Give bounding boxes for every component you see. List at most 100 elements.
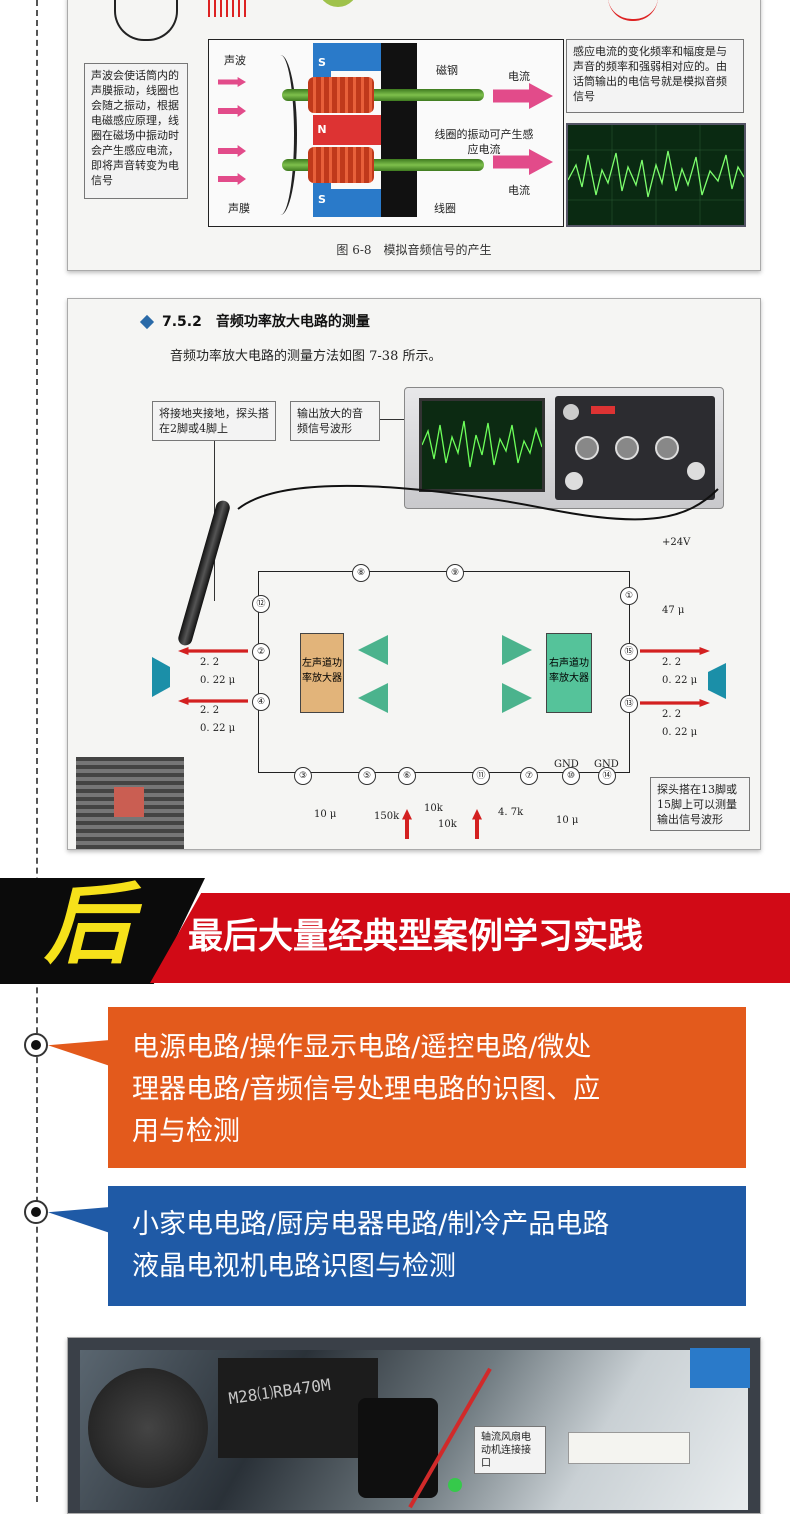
label-cap-47: 47 μ [662, 605, 685, 616]
label-right-c1: 0. 22 μ [662, 675, 698, 686]
magnet-pole-n: N [313, 115, 331, 145]
label-right-r2: 2. 2 [662, 709, 682, 720]
callout-left-explanation: 声波会使话筒内的声膜振动，线圈也会随之振动，根据电磁感应原理，线圈在磁场中振动时… [84, 63, 188, 199]
figure-circuit-board-photo: M28⑴RB470M 轴流风扇电动机连接接口 [67, 1337, 761, 1514]
wave-lines-icon [208, 0, 248, 17]
pin-4: ④ [252, 693, 270, 711]
pin-7: ⑦ [520, 767, 538, 785]
label-right-c2: 0. 22 μ [662, 727, 698, 738]
label-magnet-steel: 磁钢 [436, 64, 458, 77]
blue-line-2: 液晶电视机电路识图与检测 [132, 1251, 456, 1282]
coil-bottom [308, 147, 374, 183]
signal-arrow-icon [640, 647, 710, 655]
magnet-frame-red [331, 115, 381, 145]
banner-char: 后 [44, 873, 133, 976]
orange-line-2: 理器电路/音频信号处理电路的识图、应 [132, 1074, 601, 1105]
label-r150k: 150k [374, 811, 400, 822]
signal-arrow-icon [178, 647, 248, 655]
bullet-pointer [48, 1040, 110, 1066]
blue-connector [690, 1348, 750, 1388]
label-supply: +24V [662, 537, 691, 548]
qr-center-logo [114, 787, 144, 817]
left-speaker-icon [152, 657, 170, 697]
orange-line-1: 电源电路/操作显示电路/遥控电路/微处 [132, 1032, 592, 1063]
magnet-pole-s-top: S [313, 43, 331, 83]
knob [687, 462, 705, 480]
measure-arrow-icon [472, 809, 482, 839]
pin-6: ⑥ [398, 767, 416, 785]
callout-pointer-line [380, 419, 404, 420]
section-diamond-icon [139, 314, 155, 330]
section-intro: 音频功率放大电路的测量方法如图 7-38 所示。 [170, 349, 442, 364]
pin-3: ③ [294, 767, 312, 785]
label-r4-7k: 4. 7k [498, 807, 524, 818]
right-speaker-icon [708, 663, 726, 699]
sound-arrow-icon [218, 173, 246, 185]
red-button [591, 406, 615, 414]
label-gnd-1: GND [554, 759, 579, 770]
bullet-icon [24, 1033, 48, 1057]
probe-cable-svg [237, 484, 719, 521]
orange-category-box: 电源电路/操作显示电路/遥控电路/微处 理器电路/音频信号处理电路的识图、应 用… [108, 1007, 746, 1168]
pin-12: ⑫ [252, 595, 270, 613]
connector-block [568, 1432, 690, 1464]
sound-arrow-icon [218, 77, 246, 87]
qr-code-image [76, 757, 184, 849]
red-squiggle [608, 0, 658, 21]
capacitor-shape [88, 1368, 208, 1488]
label-left-r1: 2. 2 [200, 657, 220, 668]
figure-audio-signal: 声波 声膜 S N S 磁钢 线圈 线圈的振动可产生感应电流 电流 电流 声波会… [67, 0, 761, 271]
signal-arrow-icon [640, 699, 710, 707]
pin-14: ⑭ [598, 767, 616, 785]
magnet-steel-block [381, 43, 417, 217]
scope-waveform-image [566, 123, 746, 227]
label-current-top: 电流 [508, 70, 530, 83]
magnet-frame-blue [331, 43, 381, 71]
knob [575, 436, 599, 460]
pin-10: ⑩ [562, 767, 580, 785]
green-ball [318, 0, 358, 7]
label-left-c2: 0. 22 μ [200, 723, 236, 734]
figure-amp-measurement: 7.5.2 音频功率放大电路的测量 音频功率放大电路的测量方法如图 7-38 所… [67, 298, 761, 850]
label-diaphragm: 声膜 [228, 202, 250, 215]
label-r10k-a: 10k [424, 803, 443, 814]
oscilloscope-screen [419, 398, 545, 492]
callout-right-explanation: 感应电流的变化频率和幅度是与声音的频率和强弱相对应的。由话筒输出的电信号就是模拟… [566, 39, 744, 113]
relay-component: M28⑴RB470M [218, 1358, 378, 1458]
blue-category-box: 小家电电路/厨房电器电路/制冷产品电路 液晶电视机电路识图与检测 [108, 1186, 746, 1306]
left-amplifier-block: 左声道功率放大器 [300, 633, 344, 713]
figure-caption: 图 6-8 模拟音频信号的产生 [336, 243, 492, 257]
oscilloscope [404, 387, 724, 509]
green-led [448, 1478, 462, 1492]
oscilloscope-panel [555, 396, 715, 500]
pin-15: ⑮ [620, 643, 638, 661]
pin-2: ② [252, 643, 270, 661]
ic-block [258, 571, 630, 773]
banner-red [150, 893, 790, 983]
callout-probe: 将接地夹接地，探头搭在2脚或4脚上 [152, 401, 276, 441]
callout-measure-output: 探头搭在13脚或15脚上可以测量输出信号波形 [650, 777, 750, 831]
measure-arrow-icon [402, 809, 412, 839]
probe-icon [176, 499, 232, 648]
knob [563, 404, 579, 420]
board-marking: M28⑴RB470M [227, 1374, 332, 1409]
coil-top [308, 77, 374, 113]
timeline-dashed-line [36, 0, 38, 1502]
label-gnd-2: GND [594, 759, 619, 770]
fan-connector-label: 轴流风扇电动机连接接口 [474, 1426, 546, 1474]
pin-9: ⑨ [446, 564, 464, 582]
bullet-pointer [48, 1207, 110, 1233]
label-c10u-right: 10 μ [556, 815, 579, 826]
label-current-bottom: 电流 [508, 184, 530, 197]
sound-arrow-icon [218, 145, 246, 157]
sound-arrow-icon [218, 105, 246, 117]
pin-8: ⑧ [352, 564, 370, 582]
label-sound-wave: 声波 [224, 54, 246, 67]
bullet-icon [24, 1200, 48, 1224]
banner-title: 最后大量经典型案例学习实践 [188, 917, 644, 957]
right-amplifier-block: 右声道功率放大器 [546, 633, 592, 713]
blue-line-1: 小家电电路/厨房电器电路/制冷产品电路 [132, 1209, 610, 1240]
magnet-pole-s-bottom: S [313, 183, 331, 217]
label-left-c1: 0. 22 μ [200, 675, 236, 686]
pin-1: ① [620, 587, 638, 605]
